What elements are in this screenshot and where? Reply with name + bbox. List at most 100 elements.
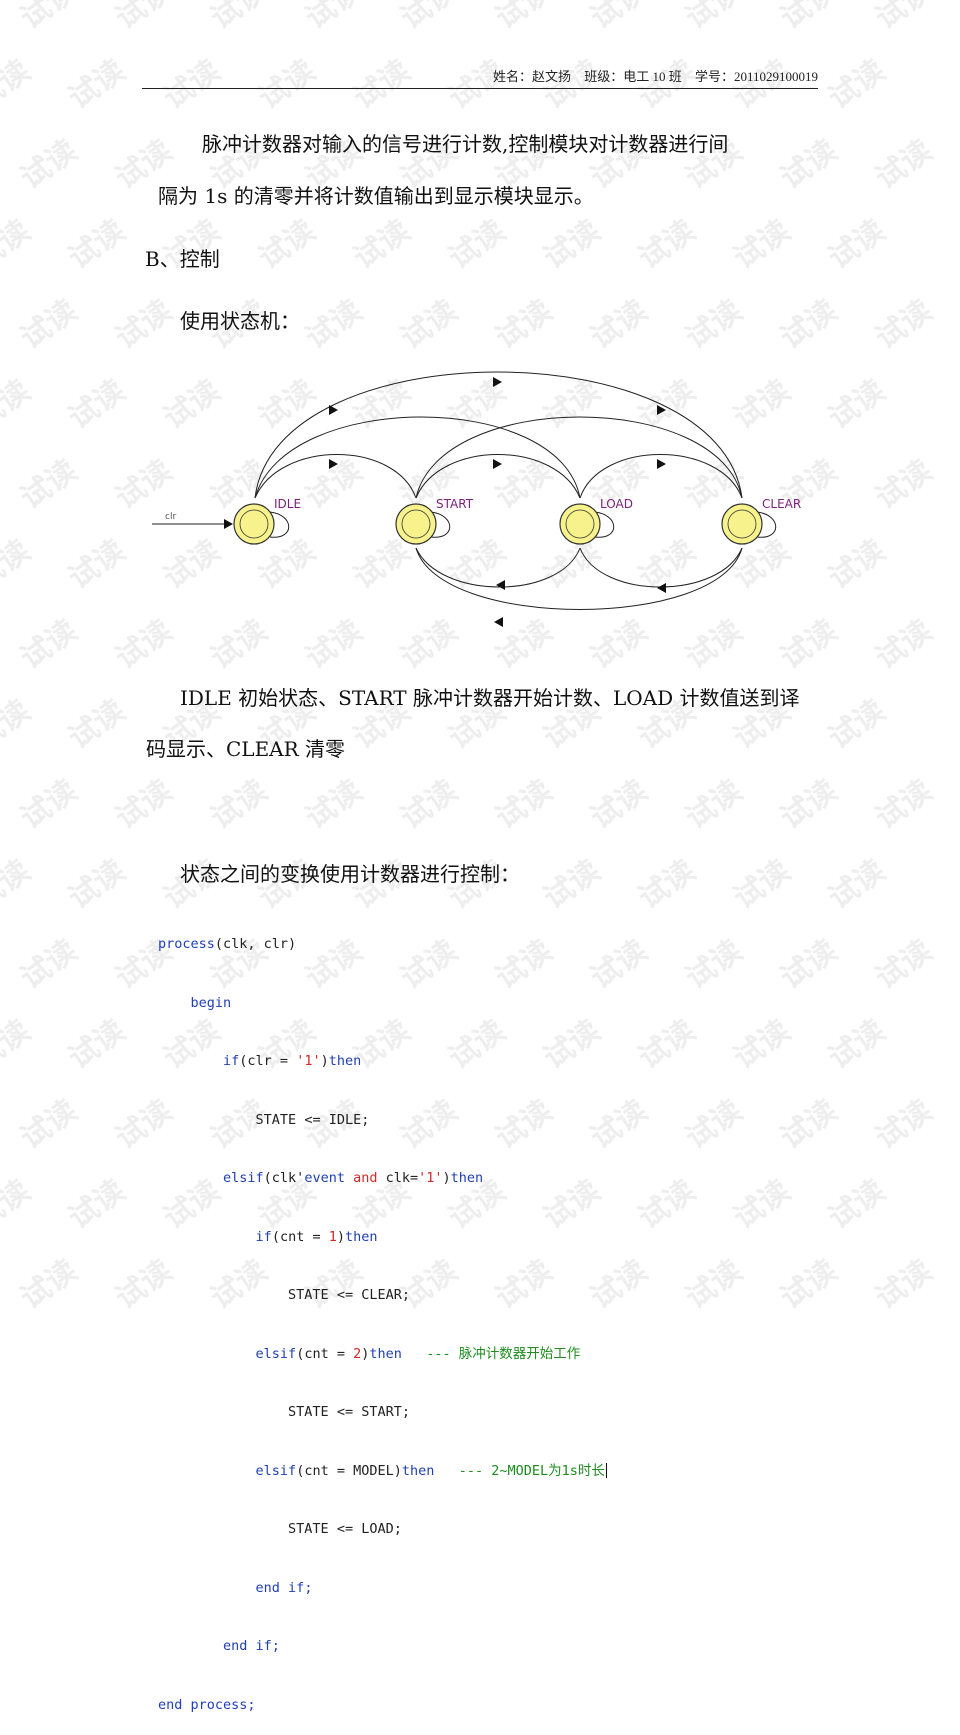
paragraph-1-line-2: 隔为 1s 的清零并将计数值输出到显示模块显示。 [158,184,594,208]
state-idle-inner [239,509,269,539]
code-line: end process; [158,1696,256,1713]
fsm-intro: 使用状态机： [180,309,300,333]
state-clear-inner [727,509,757,539]
watermark-text: 试读 [822,693,892,757]
code-line: end if; [255,1579,313,1596]
self-loop-start [430,511,451,538]
arrowhead [224,519,233,529]
arc-idle-clear [254,371,743,499]
state-label-load: LOAD [600,497,633,511]
watermark-text: 试读 [489,773,559,837]
student-name: 姓名：赵文扬 [492,69,571,84]
arrowhead [329,405,338,415]
watermark-text: 试读 [584,773,654,837]
state-label-start: START [436,497,474,511]
watermark-text: 试读 [774,773,844,837]
state-label-clear: CLEAR [762,497,801,511]
code-line: STATE <= CLEAR; [288,1287,410,1303]
watermark-text: 试读 [679,1093,749,1157]
transition-intro: 状态之间的变换使用计数器进行控制： [180,862,520,886]
arrowhead [657,583,666,593]
watermark-text: 试读 [869,933,939,997]
watermark-text: 试读 [62,693,132,757]
code-line: if(cnt = 1)then [255,1228,378,1245]
code-line: elsif(cnt = 2)then --- 脉冲计数器开始工作 [255,1345,581,1362]
watermark-text: 试读 [774,1093,844,1157]
watermark-text: 试读 [62,853,132,917]
arc-start-load [415,454,581,499]
code-line: elsif(clk'event and clk='1')then [223,1170,484,1186]
arrowhead [493,377,502,387]
state-load-inner [565,509,595,539]
vhdl-code-block: process(clk, clr) begin if(clr = '1')the… [158,896,607,1735]
arc-clear-load [579,547,743,588]
input-label: clr [165,512,176,522]
watermark-text: 试读 [632,853,702,917]
watermark-text: 试读 [869,1253,939,1317]
watermark-text: 试读 [204,773,274,837]
watermark-text: 试读 [727,1013,797,1077]
watermark-text: 试读 [62,1173,132,1237]
arrowhead [657,459,666,469]
arc-load-clear [579,454,743,499]
text-cursor [605,1463,607,1478]
watermark-text: 试读 [14,773,84,837]
watermark-text: 试读 [679,933,749,997]
student-class: 班级：电工 10 班 [584,69,682,84]
arrowhead [496,580,505,590]
arc-clear-start [415,547,743,610]
watermark-text: 试读 [0,1013,37,1077]
watermark-text: 试读 [62,1013,132,1077]
code-line: if(clr = '1')then [223,1053,362,1069]
watermark-text: 试读 [632,1013,702,1077]
code-line: elsif(cnt = MODEL)then --- 2~MODEL为1s时长 [255,1462,607,1479]
watermark-text: 试读 [727,853,797,917]
watermark-text: 试读 [299,773,369,837]
watermark-text: 试读 [727,1173,797,1237]
page-header: 姓名：赵文扬 班级：电工 10 班 学号：2011029100019 [142,66,818,89]
self-loop-clear [756,511,777,538]
self-loop-load [594,511,615,538]
state-machine-diagram: clr IDLE START LOAD CLEAR [152,371,801,627]
watermark-text: 试读 [774,1253,844,1317]
watermark-text: 试读 [822,853,892,917]
watermark-text: 试读 [14,1093,84,1157]
code-line: STATE <= IDLE; [255,1111,370,1128]
arc-start-clear [415,416,743,499]
watermark-text: 试读 [822,1173,892,1237]
arc-load-start [415,547,581,588]
watermark-text: 试读 [0,1173,37,1237]
watermark-text: 试读 [109,773,179,837]
code-comment: --- 2~MODEL为1s时长 [458,1462,605,1479]
arc-idle-load [254,416,581,499]
watermark-text: 试读 [14,933,84,997]
watermark-text: 试读 [0,693,37,757]
code-line: STATE <= LOAD; [288,1521,402,1537]
state-label-idle: IDLE [274,497,301,511]
watermark-text: 试读 [632,1173,702,1237]
watermark-text: 试读 [0,853,37,917]
arrowhead [493,459,502,469]
watermark-text: 试读 [679,1253,749,1317]
arrowhead [494,617,503,627]
states-description-line-1: IDLE 初始状态、START 脉冲计数器开始计数、LOAD 计数值送到译 [180,686,800,710]
code-line: begin [190,994,232,1011]
paragraph-1-line-1: 脉冲计数器对输入的信号进行计数,控制模块对计数器进行间 [202,132,729,156]
arrowhead [329,459,338,469]
code-comment: --- 脉冲计数器开始工作 [426,1345,581,1362]
section-heading: B、控制 [145,247,220,271]
code-line: end if; [223,1638,280,1654]
watermark-text: 试读 [679,773,749,837]
states-description-line-2: 码显示、CLEAR 清零 [146,737,346,761]
arrowhead [657,405,666,415]
code-line: STATE <= START; [288,1404,410,1420]
state-start-inner [401,509,431,539]
watermark-text: 试读 [822,1013,892,1077]
watermark-text: 试读 [14,1253,84,1317]
code-line: process(clk, clr) [158,936,297,952]
arc-idle-start [254,454,417,499]
self-loop-idle [269,511,290,538]
watermark-text: 试读 [774,933,844,997]
watermark-text: 试读 [869,773,939,837]
student-id: 学号：2011029100019 [694,69,818,84]
